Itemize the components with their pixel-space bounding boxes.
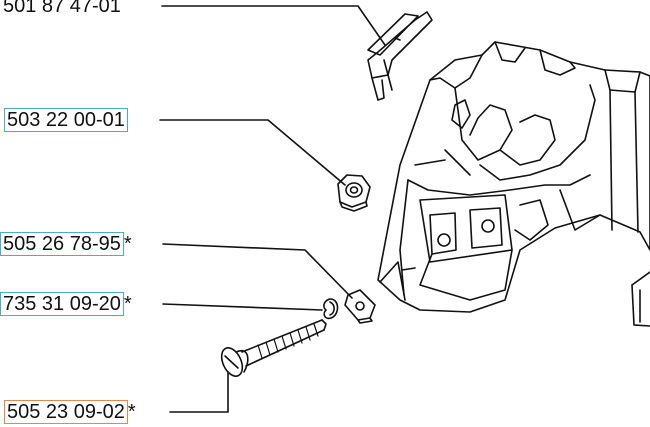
callout-label-501-87-47-01: 501 87 47-01 <box>0 0 124 18</box>
part-number-text: 505 26 78-95 <box>0 232 124 256</box>
callout-label-505-23-09-02: 505 23 09-02* <box>4 400 136 424</box>
part-number-text: 735 31 09-20 <box>0 292 124 316</box>
leader-501-87-47-01 <box>161 5 386 46</box>
callout-label-505-26-78-95: 505 26 78-95* <box>0 232 132 256</box>
leader-505-23-09-02 <box>169 371 229 413</box>
part-number-text: 501 87 47-01 <box>3 0 121 17</box>
tensioning-screw-part <box>220 319 327 377</box>
tensioner-bracket-part <box>367 11 433 101</box>
housing-part <box>377 41 650 313</box>
tensioner-plate-part <box>344 289 376 324</box>
part-number-text: 503 22 00-01 <box>4 108 128 132</box>
leader-503-22-00-01 <box>159 119 346 186</box>
nut-part <box>337 174 371 212</box>
part-number-suffix: * <box>127 401 136 423</box>
callout-label-735-31-09-20: 735 31 09-20* <box>0 292 132 316</box>
part-number-suffix: * <box>123 233 132 255</box>
part-number-suffix: * <box>123 293 132 315</box>
leader-lines <box>159 5 386 413</box>
side-pad-part <box>631 271 650 327</box>
leader-735-31-09-20 <box>162 303 323 311</box>
part-number-text: 505 23 09-02 <box>4 400 128 424</box>
washer-part <box>323 298 339 320</box>
leader-505-26-78-95 <box>162 243 353 299</box>
callout-label-503-22-00-01: 503 22 00-01 <box>4 108 128 132</box>
